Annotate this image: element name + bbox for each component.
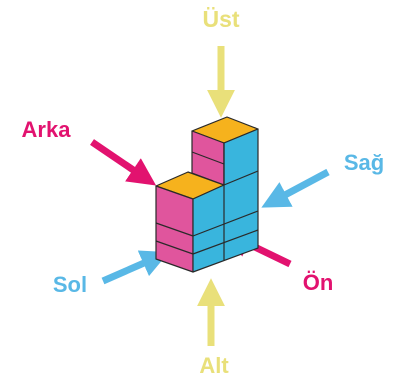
left-label: Sol xyxy=(53,272,87,297)
right-view-arrow xyxy=(261,168,330,208)
top-label: Üst xyxy=(202,6,239,32)
direction-arrows xyxy=(90,46,330,346)
back-view-arrow xyxy=(90,139,157,186)
back-label: Arka xyxy=(22,117,72,142)
front-label: Ön xyxy=(303,270,334,295)
right-label: Sağ xyxy=(344,150,384,175)
bottom-label: Alt xyxy=(199,353,229,378)
cube-structure xyxy=(155,116,259,273)
left-view-arrow xyxy=(101,250,169,285)
direction-labels: Üst Arka Sağ Sol Ön Alt xyxy=(22,6,385,378)
